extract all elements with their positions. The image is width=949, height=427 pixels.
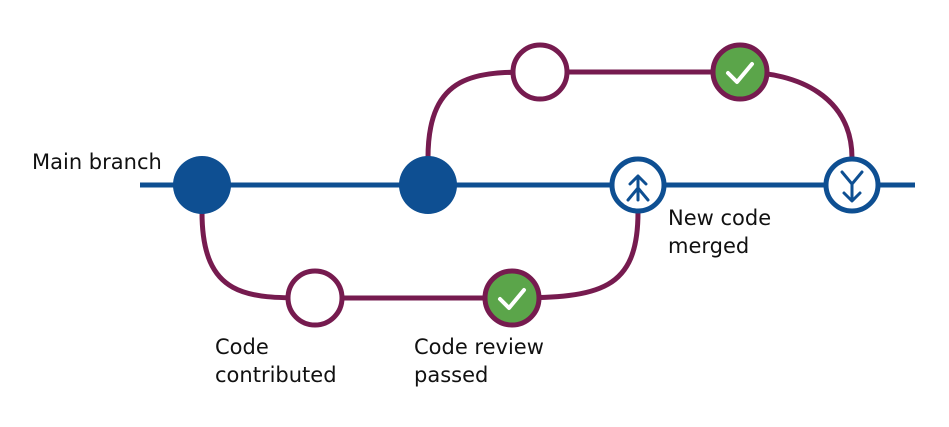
lower-branch-open-commit[interactable]	[285, 268, 345, 328]
merge-point-1[interactable]	[609, 156, 667, 214]
merge-arrow-icon	[626, 174, 650, 202]
lower-branch-passed-commit[interactable]	[482, 268, 542, 328]
main-commit-2[interactable]	[399, 156, 457, 214]
lower-feature-branch	[199, 209, 641, 301]
check-icon	[498, 288, 526, 310]
upper-branch-open-commit[interactable]	[510, 42, 570, 102]
upper-feature-branch	[425, 69, 855, 161]
check-icon	[726, 62, 754, 84]
merge-point-2[interactable]	[823, 156, 881, 214]
code-review-passed-label: Code review passed	[414, 335, 544, 387]
new-code-merged-label: New code merged	[668, 206, 772, 258]
main-branch-label: Main branch	[32, 150, 162, 174]
main-commit-1[interactable]	[173, 156, 231, 214]
code-contributed-label: Code contributed	[215, 335, 337, 387]
merge-arrow-icon	[840, 170, 864, 203]
upper-branch-passed-commit[interactable]	[710, 42, 770, 102]
